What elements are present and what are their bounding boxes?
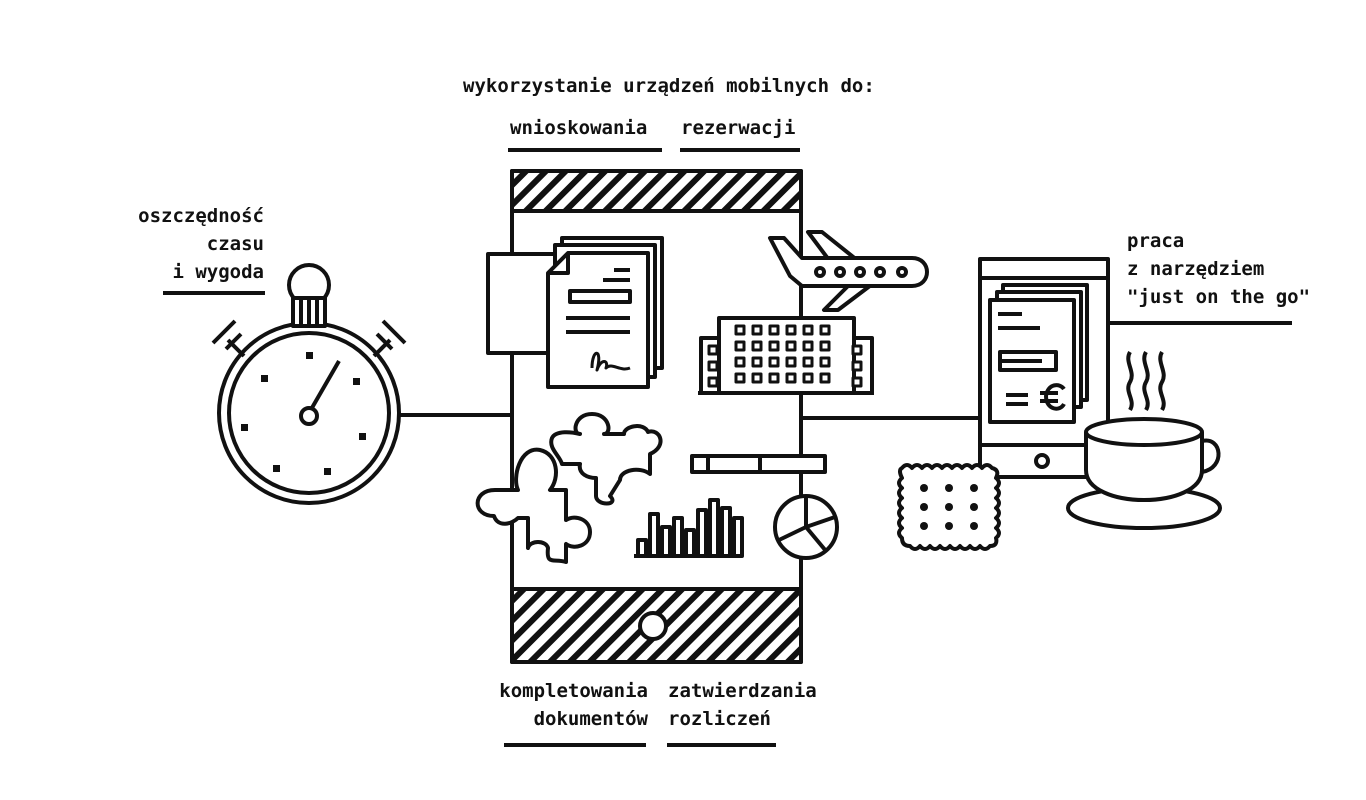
progress-bar-icon: [690, 454, 827, 474]
signature-icon: [590, 351, 631, 372]
pie-chart-icon: [773, 494, 839, 560]
caption-work-line3: "just on the go": [1127, 286, 1311, 308]
caption-work-line2: z narzędziem: [1127, 258, 1265, 280]
label-wnioskowania: wnioskowania: [510, 117, 648, 139]
label-kompletowania: kompletowania: [499, 680, 648, 702]
hotel-windows: [707, 324, 863, 388]
airplane-icon: [768, 230, 929, 312]
cookie-dots: [920, 484, 978, 530]
diagram-title: wykorzystanie urządzeń mobilnych do:: [463, 75, 875, 97]
coffee-cup-icon: [1066, 350, 1222, 530]
label-rezerwacji: rezerwacji: [681, 117, 796, 139]
stopwatch-icon: [211, 263, 407, 505]
label-rozliczen: rozliczeń: [668, 708, 771, 730]
stopwatch-ticks: [241, 352, 366, 475]
label-zatwierdzania: zatwierdzania: [668, 680, 817, 702]
bar-chart-icon: [634, 498, 744, 558]
documents-icon: [486, 236, 664, 389]
euro-invoice-icon: [988, 283, 1089, 424]
puzzle-icon: [475, 412, 663, 564]
caption-savings-line2: czasu: [206, 233, 264, 255]
caption-savings-line3: i wygoda: [172, 261, 264, 283]
caption-work-line1: praca: [1127, 230, 1185, 252]
caption-savings-line1: oszczędność: [138, 205, 264, 227]
label-dokumentow: dokumentów: [533, 708, 648, 730]
